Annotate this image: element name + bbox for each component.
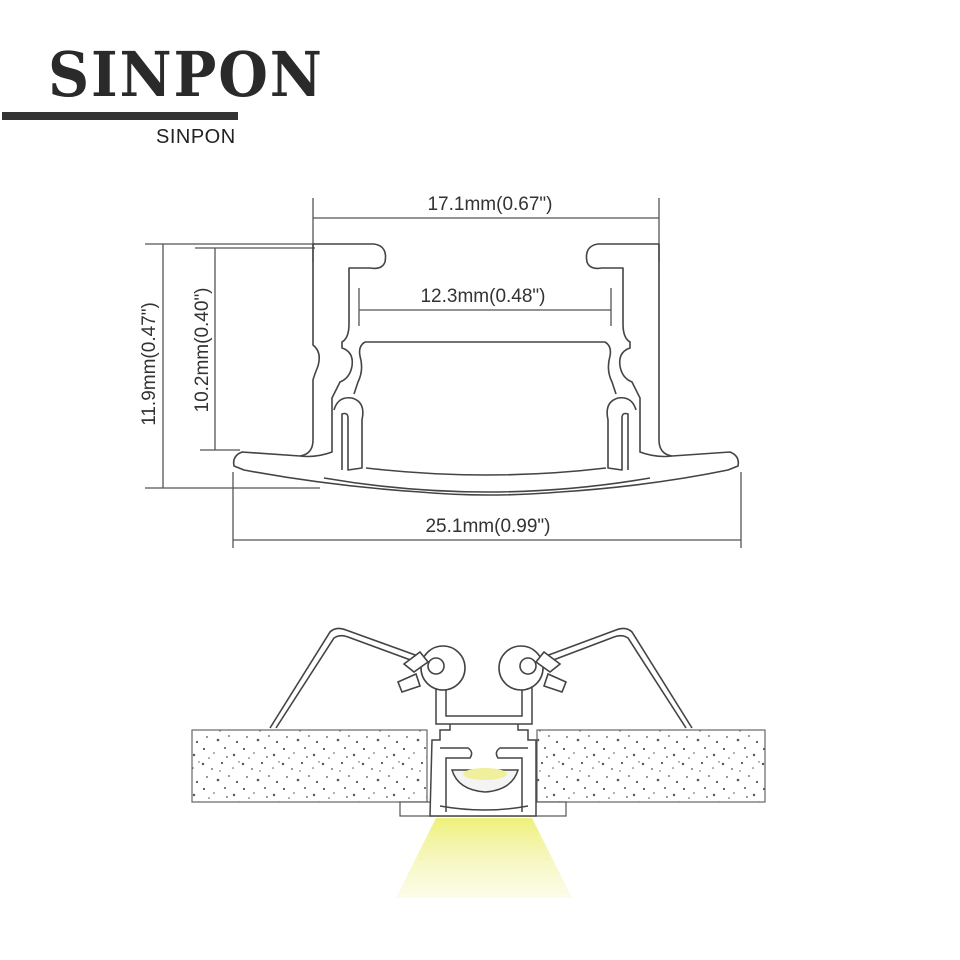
top-width-label: 17.1mm(0.67") [427, 194, 552, 215]
logo-underline [2, 112, 238, 120]
logo-subtitle: SINPON [156, 126, 236, 148]
bottom-width-label: 25.1mm(0.99") [425, 516, 550, 537]
board-right [536, 729, 766, 803]
spring-pivots [396, 645, 568, 693]
total-height-label: 11.9mm(0.47") [139, 302, 160, 426]
light-beam [396, 818, 572, 898]
dimension-lines [145, 198, 742, 548]
body-height-label: 10.2mm(0.40") [192, 287, 213, 412]
inner-width-label: 12.3mm(0.48") [420, 286, 545, 307]
board-left [191, 729, 428, 803]
sinpon-logo: SINPON [48, 40, 322, 150]
profile-section [232, 243, 740, 496]
dimension-labels: 17.1mm(0.67") 12.3mm(0.48") 25.1mm(0.99"… [139, 194, 553, 537]
logo-wordmark: SINPON [48, 38, 324, 111]
mounting-springs [269, 627, 693, 729]
installation-view [191, 627, 766, 898]
